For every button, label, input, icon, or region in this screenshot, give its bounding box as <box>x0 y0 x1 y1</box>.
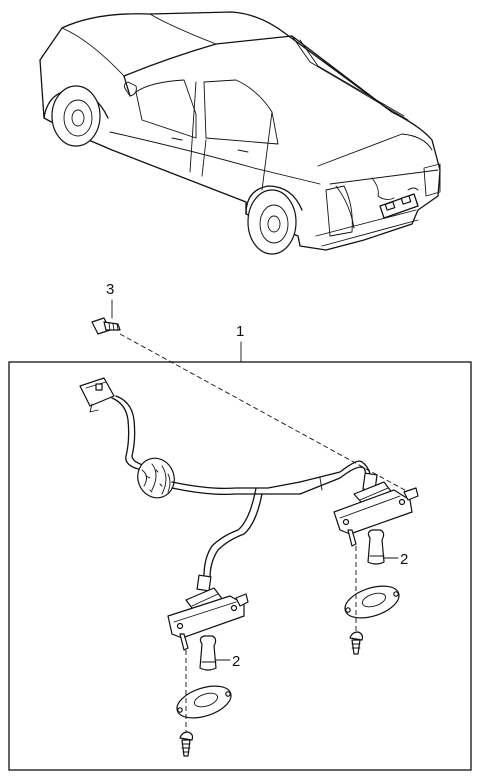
callout-assembly: 1 <box>236 323 244 340</box>
license-lamp-right <box>333 472 419 547</box>
callout-bulb-left: 2 <box>232 653 240 670</box>
callout-bulb-right: 2 <box>400 551 408 568</box>
screw-right <box>349 631 364 655</box>
lens-right <box>344 585 400 619</box>
screw-left <box>179 731 194 757</box>
lens-left <box>176 685 232 719</box>
bulb-left <box>199 635 217 671</box>
screw-part <box>91 317 121 335</box>
car-illustration <box>39 11 441 255</box>
assembly-frame <box>8 361 472 771</box>
callout-screw: 3 <box>106 281 114 298</box>
wiring-harness <box>79 377 371 579</box>
bulb-right <box>367 529 385 565</box>
license-lamp-left <box>167 574 249 651</box>
